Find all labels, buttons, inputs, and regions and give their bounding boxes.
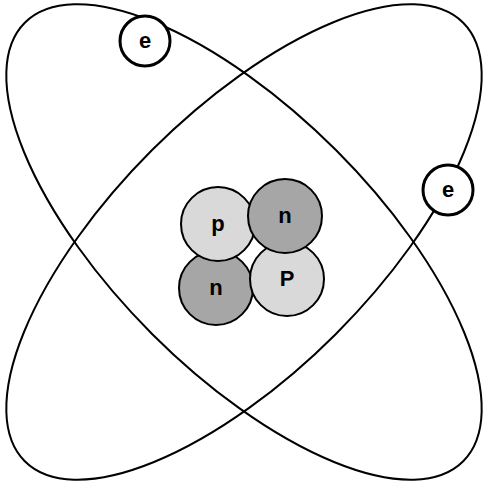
proton-circle: p <box>179 185 257 263</box>
particle-label: P <box>280 268 295 290</box>
text-holder: p <box>179 185 257 263</box>
particle-label: e <box>139 30 151 52</box>
electron-circle: e <box>117 13 173 69</box>
particle-label: n <box>278 205 291 227</box>
neutron-circle: n <box>246 177 324 255</box>
text-holder: e <box>420 162 476 218</box>
text-holder: e <box>117 13 173 69</box>
particle-label: e <box>442 179 454 201</box>
electron-circle: e <box>420 162 476 218</box>
text-holder: n <box>246 177 324 255</box>
particle-label: n <box>209 277 222 299</box>
particle-label: p <box>211 213 224 235</box>
